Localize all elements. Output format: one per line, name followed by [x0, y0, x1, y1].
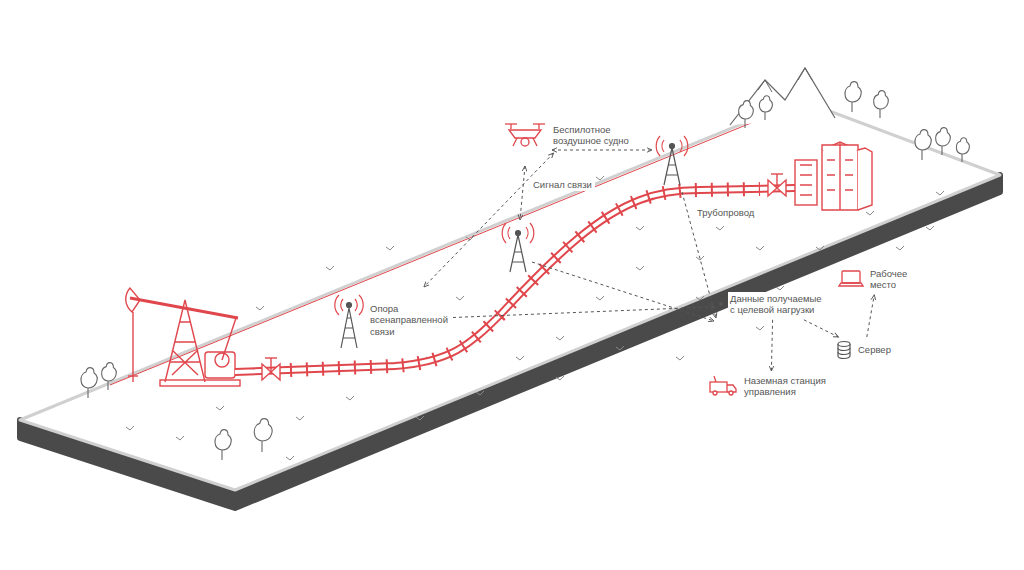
truck-icon: [708, 375, 738, 397]
server-icon: [836, 340, 852, 360]
tower-node: Опора всенаправленной связи: [334, 290, 450, 350]
signal-connector: [424, 153, 554, 287]
node-label: Наземная станция управления: [742, 374, 834, 399]
data-node: Данные получаемые с целевой нагрузки: [718, 292, 828, 317]
node-label: Опора всенаправленной связи: [368, 302, 450, 338]
signal-lines: [520, 150, 716, 321]
node-label: Беспилотное воздушное судно: [551, 123, 639, 148]
node-label: Сервер: [856, 343, 893, 356]
radio-tower: [656, 136, 688, 185]
node-label: Рабочее место: [868, 267, 916, 292]
node-label: Данные получаемые с целевой нагрузки: [728, 292, 828, 317]
valves: [262, 174, 786, 380]
trees: [81, 82, 969, 460]
signal-connector: [804, 320, 839, 337]
signal-connector: [771, 320, 772, 371]
pumpjack: [126, 288, 240, 386]
grass-marks: [126, 176, 944, 460]
dot-icon: [718, 301, 724, 307]
drone-icon: [503, 120, 547, 150]
radio-tower: [502, 223, 534, 272]
annotation-label: Трубопровод: [694, 206, 757, 219]
annotation-label: Сигнал связи: [530, 178, 595, 191]
signal-connector: [867, 295, 875, 337]
server-node: Сервер: [836, 340, 893, 360]
signal-connector: [453, 307, 715, 318]
storage-tanks: [795, 142, 872, 210]
boundary-line: [110, 105, 795, 385]
ground-station-node: Наземная станция управления: [708, 374, 834, 399]
pipeline: [235, 188, 795, 372]
tower-icon: [334, 290, 364, 350]
workstation-node: Рабочее место: [838, 267, 916, 292]
drone-node: Беспилотное воздушное судно: [503, 120, 639, 150]
laptop-icon: [838, 269, 864, 289]
ground-slab: [20, 100, 1000, 490]
